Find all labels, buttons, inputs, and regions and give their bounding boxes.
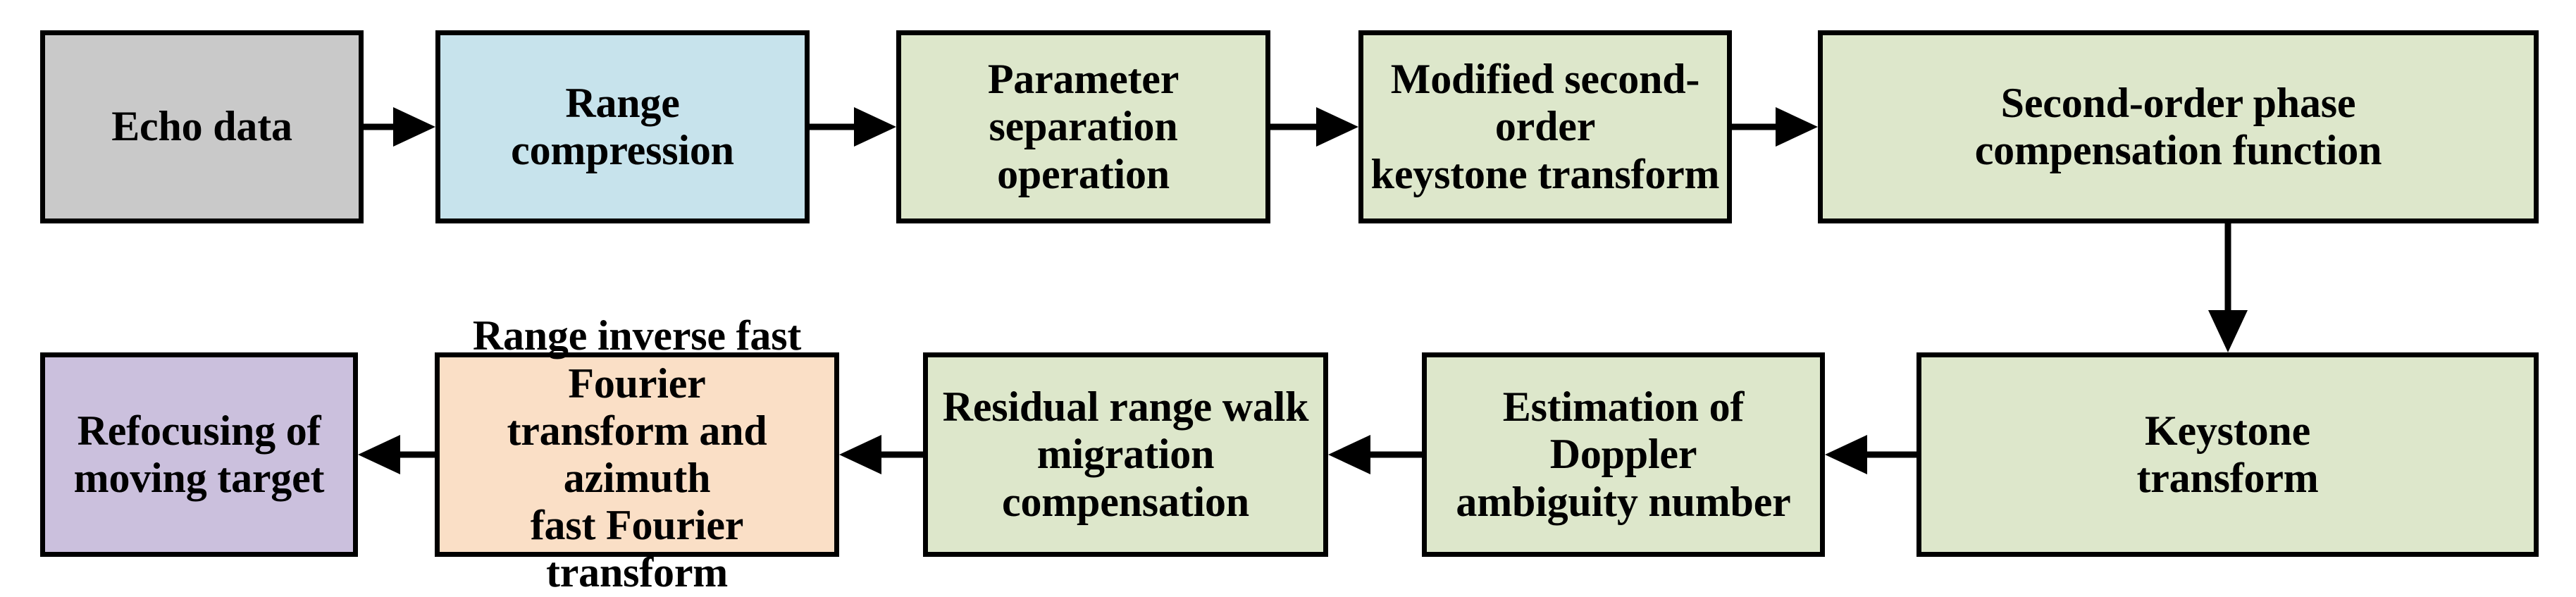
node-echo-data[interactable]: Echo data (40, 30, 364, 223)
node-refocusing-of-moving-target[interactable]: Refocusing of moving target (40, 352, 358, 557)
node-residual-range-walk-migration-compensation[interactable]: Residual range walk migration compensati… (923, 352, 1328, 557)
node-label-second-order-phase-compensation-function: Second-order phase compensation function (1974, 79, 2382, 173)
node-label-residual-range-walk-migration-compensation: Residual range walk migration compensati… (942, 383, 1309, 525)
arrow-parameter-separation-to-modified-keystone (1242, 99, 1387, 155)
node-estimation-of-doppler-ambiguity-number[interactable]: Estimation of Doppler ambiguity number (1422, 352, 1825, 557)
arrow-range-compression-to-parameter-separation (781, 99, 924, 155)
node-second-order-phase-compensation-function[interactable]: Second-order phase compensation function (1818, 30, 2539, 223)
node-label-parameter-separation-operation: Parameter separation operation (987, 56, 1179, 197)
node-range-inverse-fft-and-azimuth-fft[interactable]: Range inverse fast Fourier transform and… (435, 312, 839, 596)
node-label-keystone-transform: Keystone transform (2136, 407, 2319, 501)
node-label-echo-data: Echo data (111, 103, 292, 150)
node-label-modified-second-order-keystone-transform: Modified second-order keystone transform (1370, 56, 1720, 197)
node-label-refocusing-of-moving-target: Refocusing of moving target (73, 407, 325, 501)
arrow-echo-to-range-compression (335, 99, 464, 155)
node-label-range-inverse-fft-and-azimuth-fft: Range inverse fast Fourier transform and… (472, 312, 802, 596)
node-label-range-compression: Range compression (511, 79, 734, 173)
node-parameter-separation-operation[interactable]: Parameter separation operation (896, 30, 1270, 223)
node-modified-second-order-keystone-transform[interactable]: Modified second-order keystone transform (1358, 30, 1732, 223)
arrow-modified-keystone-to-second-order-phase (1704, 99, 1846, 155)
node-range-compression[interactable]: Range compression (435, 30, 810, 223)
node-keystone-transform[interactable]: Keystone transform (1916, 352, 2539, 557)
node-label-estimation-of-doppler-ambiguity-number: Estimation of Doppler ambiguity number (1456, 383, 1791, 525)
arrow-second-order-phase-to-keystone-transform (2200, 195, 2256, 381)
arrow-residual-range-walk-to-range-inverse-fft (811, 426, 951, 483)
flowchart-canvas: Echo data Range compression Parameter sepa… (40, 30, 2539, 596)
arrow-estimation-doppler-to-residual-range-walk (1300, 426, 1450, 483)
arrow-range-inverse-fft-to-refocusing (330, 426, 463, 483)
arrow-keystone-transform-to-estimation-doppler (1797, 426, 1945, 483)
